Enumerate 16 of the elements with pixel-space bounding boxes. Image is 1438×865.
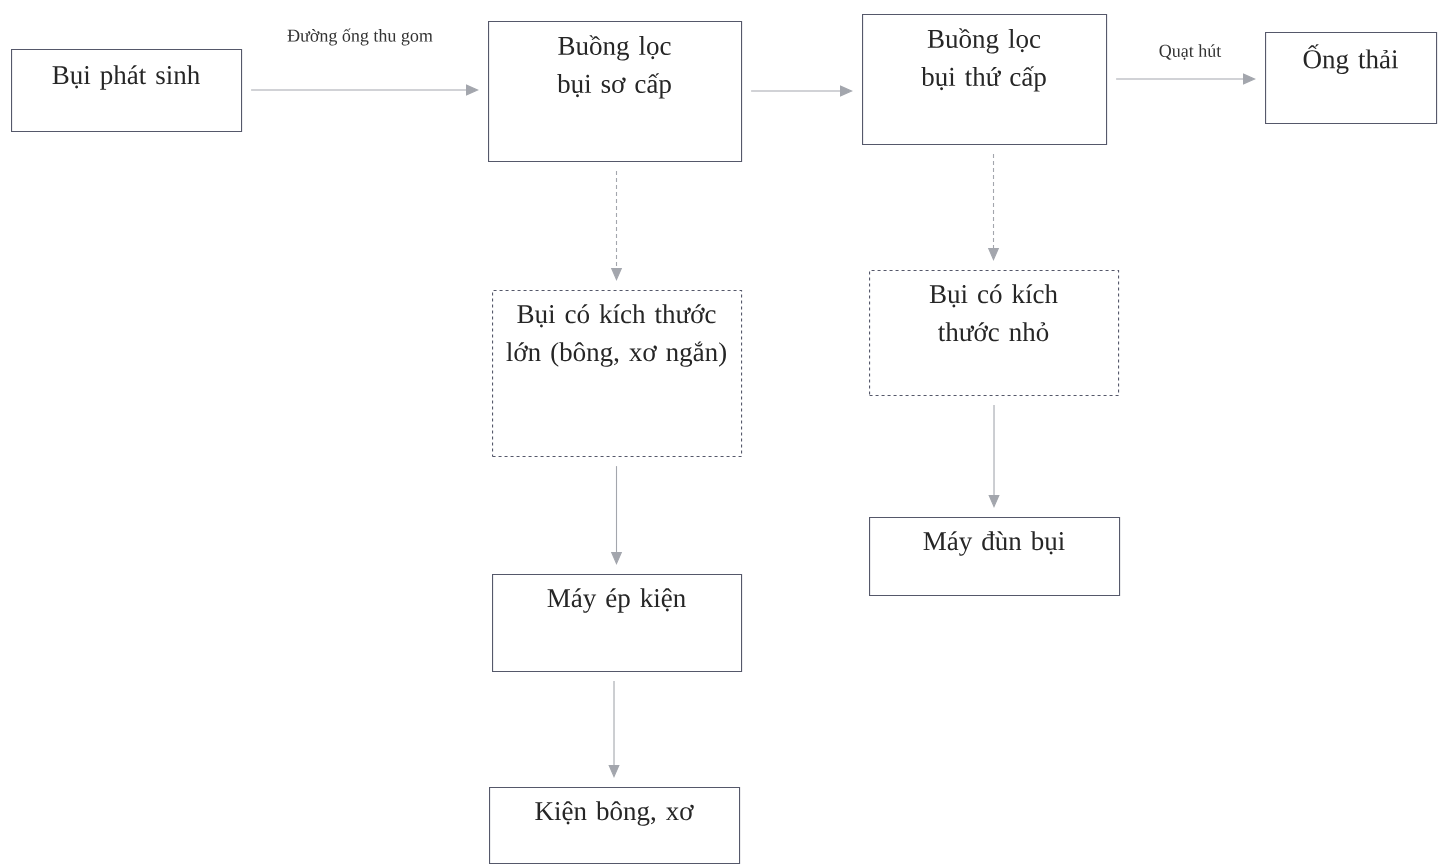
arrow — [750, 85, 853, 97]
edge-label: Quạt hút — [1159, 44, 1222, 60]
process-box: Buồng lọc bụi sơ cấp — [488, 21, 743, 163]
process-box: Ống thải — [1265, 32, 1438, 125]
arrow — [250, 84, 479, 96]
arrow — [1115, 73, 1256, 85]
dust-box: Bụi có kích thước lớn (bông, xơ ngắn) — [492, 290, 743, 458]
process-box: Bụi phát sinh — [11, 49, 243, 133]
edge-label: Đường ống thu gom — [287, 28, 433, 46]
arrow — [608, 680, 620, 778]
process-box: Kiện bông, xơ — [489, 787, 741, 865]
dust-box: Bụi có kích thước nhỏ — [869, 270, 1120, 397]
arrow — [988, 404, 1000, 508]
process-box: Máy đùn bụi — [869, 517, 1121, 597]
process-box: Buồng lọc bụi thứ cấp — [862, 14, 1108, 146]
process-box: Máy ép kiện — [492, 574, 743, 673]
